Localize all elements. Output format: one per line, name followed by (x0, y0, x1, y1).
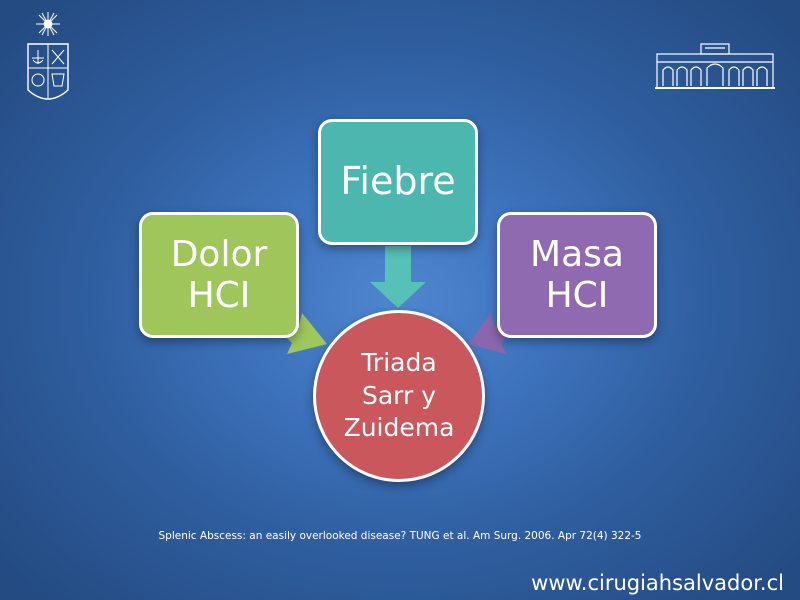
node-masa-hci: Masa HCI (497, 212, 657, 338)
arrow-fiebre-to-center (370, 246, 426, 308)
center-node-label: Triada Sarr y Zuidema (343, 348, 455, 443)
arrow-masa-to-center (468, 313, 506, 354)
node-fiebre-label: Fiebre (340, 159, 456, 204)
arrow-dolor-to-center (287, 313, 327, 354)
node-dolor-hci: Dolor HCI (139, 212, 299, 338)
node-fiebre: Fiebre (318, 119, 478, 245)
hospital-building-logo (655, 43, 775, 89)
node-masa-label: Masa HCI (530, 233, 624, 316)
node-dolor-label: Dolor HCI (170, 233, 268, 316)
citation-text: Splenic Abscess: an easily overlooked di… (158, 530, 642, 542)
website-url: www.cirugiahsalvador.cl (531, 571, 784, 595)
center-node-triada: Triada Sarr y Zuidema (313, 310, 485, 482)
university-seal-logo (27, 12, 69, 100)
